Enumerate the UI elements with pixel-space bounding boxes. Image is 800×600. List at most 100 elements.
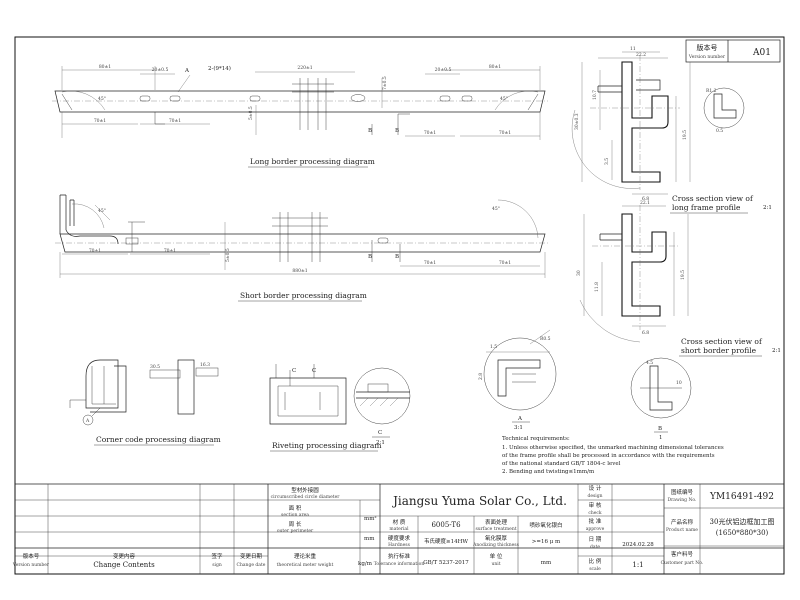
date-en: date	[590, 544, 600, 550]
product-name-value-2: (1650*880*30)	[716, 529, 769, 537]
perimeter-en: outer perimeter	[277, 528, 314, 534]
svg-text:45°: 45°	[500, 96, 508, 102]
date-cn: 日 期	[589, 536, 602, 543]
label-rivet-c1: C	[292, 368, 296, 374]
dim-short-70-2: 70±1	[164, 248, 176, 254]
material-value: 6005-T6	[431, 521, 461, 529]
label-rivet-c2: C	[312, 368, 316, 374]
approve-cn: 批 准	[589, 517, 602, 525]
svg-text:7±0.5: 7±0.5	[382, 76, 388, 90]
approve-en: approve	[586, 527, 605, 532]
corner-code-diagram: A 30.5 16.3 Corner code processing diagr…	[69, 359, 221, 446]
drawing-frame	[14, 36, 785, 575]
callout-long-b2: B	[395, 128, 399, 134]
hardness-en: Hardness	[388, 542, 411, 548]
change-date-en: Change date	[237, 562, 266, 568]
dim-long-70-3: 70±1	[424, 130, 436, 136]
tech-req-line-3: of the national standard GB/T 1804-c lev…	[502, 461, 621, 467]
svg-text:4.5: 4.5	[646, 360, 653, 366]
dim-long-80-left: 80±1	[99, 64, 111, 70]
svg-text:1.5: 1.5	[490, 344, 497, 350]
svg-text:R0.5: R0.5	[540, 336, 551, 342]
caption-corner-code: Corner code processing diagram	[96, 435, 221, 444]
tech-req-line-4: 2. Bending and twisting≤1mm/m	[502, 469, 595, 475]
product-name-en: Product name	[666, 527, 698, 533]
dim-long-70-1: 70±1	[94, 118, 106, 124]
caption-short-border: Short border processing diagram	[240, 291, 367, 300]
long-border-diagram: 80±1 20±0.5 2-(9*14) A 220±1 20±0.5 80±1…	[52, 64, 548, 168]
svg-text:19.5: 19.5	[680, 270, 686, 280]
caption-cross-long-2: long frame profile	[672, 203, 741, 212]
product-name-value-1: 30光伏铝边框加工图	[710, 517, 775, 526]
svg-text:30: 30	[576, 270, 582, 276]
check-cn: 审 核	[589, 501, 602, 509]
svg-text:11: 11	[630, 46, 636, 52]
svg-text:6.8: 6.8	[642, 330, 649, 336]
dim-long-70-4: 70±1	[499, 130, 511, 136]
change-date-cn: 变更日期	[240, 552, 263, 560]
caption-cross-short-2: short border profile	[681, 346, 757, 355]
tech-req-line-1: 1. Unless otherwise specified, the unmar…	[502, 445, 724, 451]
svg-text:16.3: 16.3	[200, 362, 210, 368]
scale-cross-long: 2:1	[763, 205, 772, 211]
col-change-en: Change Contents	[93, 561, 155, 569]
caption-cross-long-1: Cross section view of	[672, 194, 754, 203]
section-area-en: section area	[281, 512, 309, 518]
svg-text:5±0.5: 5±0.5	[225, 248, 231, 262]
surface-value: 喷砂氧化银白	[529, 521, 562, 529]
section-area-cn: 面 积	[289, 505, 302, 512]
cross-section-short-diagram: 30 11.8 19.5 22.1 6.8 Cross section view…	[576, 200, 781, 357]
svg-text:30.5: 30.5	[150, 364, 160, 370]
scale-cn: 比 例	[589, 557, 602, 565]
check-en: check	[588, 510, 602, 516]
svg-text:0.5: 0.5	[716, 128, 723, 134]
section-area-unit: mm²	[364, 515, 377, 522]
caption-riveting: Riveting processing diagram	[272, 441, 381, 450]
svg-text:19.5: 19.5	[682, 130, 688, 140]
cross-section-long-diagram: 11 22.2 10.7 3.5 19.5 30±0.3 6.8 R1.2 0.…	[571, 46, 772, 214]
col-sign-en: sign	[212, 562, 222, 568]
standard-cn: 执行标准	[388, 552, 411, 560]
callout-short-b2: B	[395, 254, 399, 260]
drawing-no-en: Drawing No.	[668, 497, 698, 503]
col-version-en: Version number	[12, 562, 50, 568]
svg-text:10.7: 10.7	[592, 90, 598, 100]
callout-long-a: A	[184, 68, 190, 74]
svg-text:R1.2: R1.2	[706, 88, 717, 94]
standard-en: Tolerance information	[374, 561, 425, 567]
dim-long-holes: 2-(9*14)	[208, 65, 231, 72]
callout-short-b1: B	[368, 254, 372, 260]
svg-text:3.5: 3.5	[604, 158, 610, 165]
surface-en: surface treatment	[475, 526, 516, 532]
svg-text:6.8: 6.8	[642, 196, 649, 202]
svg-text:5±0.5: 5±0.5	[248, 106, 254, 120]
dim-long-80-right: 80±1	[489, 64, 501, 70]
scale-detail-a: 3:1	[514, 425, 523, 431]
scale-cross-short: 2:1	[772, 348, 781, 354]
hardness-value: 韦氏硬度≥14HW	[424, 537, 468, 545]
perimeter-cn: 周 长	[289, 520, 302, 528]
dim-short-880: 880±1	[292, 268, 307, 274]
caption-cross-short-1: Cross section view of	[681, 337, 763, 346]
weight-unit: kg/m	[358, 561, 373, 567]
scale-rivet-detail: 2:1	[376, 440, 385, 446]
perimeter-unit: mm	[364, 536, 375, 542]
version-label-en: Version number	[688, 54, 726, 60]
version-box: 版本号 Version number A01	[685, 39, 781, 63]
dim-long-20-right: 20±0.5	[435, 67, 452, 73]
drawing-no-cn: 图纸编号	[671, 488, 694, 496]
dim-long-70-2: 70±1	[169, 118, 181, 124]
customer-part-cn: 客户料号	[671, 550, 694, 558]
version-value: A01	[752, 48, 771, 58]
col-version-cn: 版本号	[23, 552, 40, 560]
scale-detail-b: 1	[659, 435, 663, 441]
film-en: Anodizing thickness	[472, 542, 519, 548]
product-name-cn: 产品名称	[671, 518, 694, 526]
dim-short-70-1: 70±1	[89, 248, 101, 254]
svg-text:22.1: 22.1	[640, 200, 650, 206]
film-value: >=16 μ m	[532, 539, 561, 545]
detail-a-diagram: 1.5 R0.5 2.8 A 3:1	[478, 329, 557, 431]
label-detail-b: B	[658, 426, 662, 432]
svg-text:45°: 45°	[98, 208, 106, 214]
